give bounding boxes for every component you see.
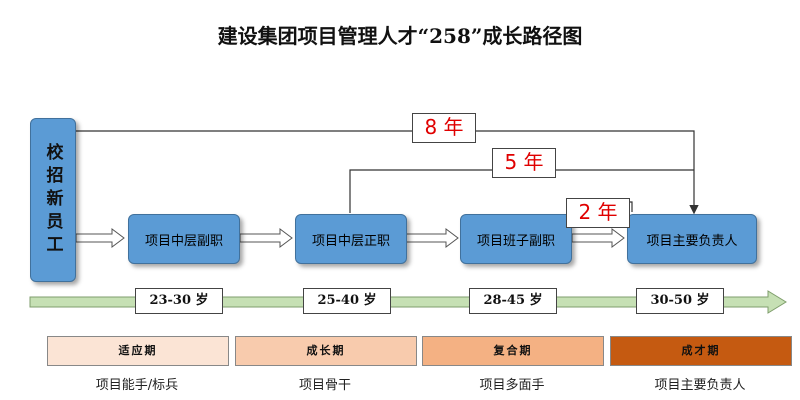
role-label-3: 项目多面手 — [479, 378, 545, 393]
flow-arrow-4 — [571, 228, 625, 248]
position-box-1: 项目中层副职 — [128, 214, 240, 264]
year-label-2: 2 年 — [566, 198, 630, 228]
phase-bar-2: 成长期 — [235, 336, 417, 366]
flow-arrow-2 — [239, 228, 293, 248]
role-label-2: 项目骨干 — [298, 378, 351, 393]
role-label-1: 项目能手/标兵 — [95, 378, 179, 393]
flow-arrow-1 — [75, 228, 125, 248]
page-title: 建设集团项目管理人才“258”成长路径图 — [217, 24, 583, 48]
position-box-2: 项目中层正职 — [295, 214, 407, 264]
phase-bar-1: 适应期 — [47, 336, 229, 366]
phase-bar-4: 成才期 — [610, 336, 792, 366]
connector-8-years — [74, 130, 699, 215]
position-box-4: 项目主要负责人 — [627, 214, 757, 264]
phase-bar-3: 复合期 — [422, 336, 604, 366]
age-label-3: 28-45 岁 — [469, 288, 557, 314]
flow-arrow-3 — [405, 228, 459, 248]
year-label-5: 5 年 — [492, 148, 556, 178]
age-label-4: 30-50 岁 — [636, 288, 724, 314]
age-label-2: 25-40 岁 — [303, 288, 391, 314]
connector-5-years — [349, 169, 694, 213]
age-label-1: 23-30 岁 — [135, 288, 223, 314]
role-label-4: 项目主要负责人 — [654, 378, 746, 393]
start-box-new-graduate: 校招新员工 — [30, 118, 76, 282]
year-label-8: 8 年 — [412, 113, 476, 143]
position-box-3: 项目班子副职 — [460, 214, 572, 264]
